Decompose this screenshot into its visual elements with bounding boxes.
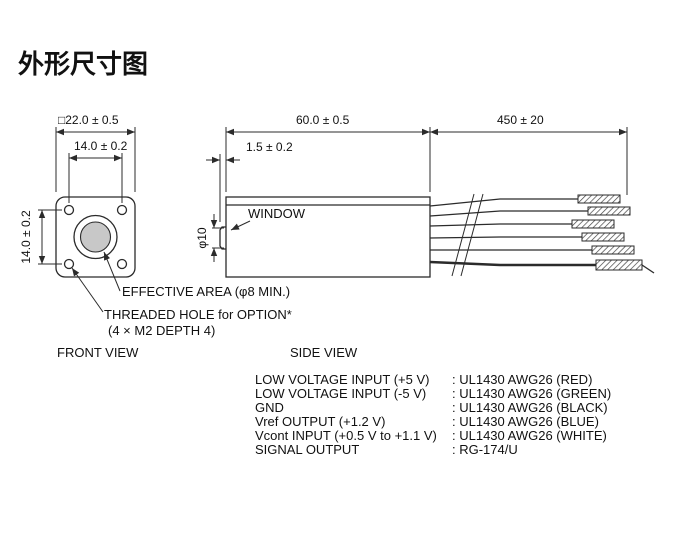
wire-name-0: LOW VOLTAGE INPUT (+5 V) <box>255 372 429 387</box>
wire-spec-5: : RG-174/U <box>452 442 518 457</box>
wire-spec-4: : UL1430 AWG26 (WHITE) <box>452 428 607 443</box>
cable-bundle-drawing <box>429 193 655 277</box>
page-title: 外形尺寸图 <box>18 49 148 79</box>
wire-name-4: Vcont INPUT (+0.5 V to +1.1 V) <box>255 428 437 443</box>
front-view-drawing <box>55 196 136 278</box>
threaded-hole-label-line2: (4 × M2 DEPTH 4) <box>108 323 215 338</box>
front-view-dimension-lines <box>38 127 136 313</box>
side-view-caption: SIDE VIEW <box>290 345 358 360</box>
side-view-drawing <box>219 196 431 278</box>
dim-hole-pitch-v-label: 14.0 ± 0.2 <box>19 210 33 264</box>
dim-body-length-label: 60.0 ± 0.5 <box>296 113 350 127</box>
window-protrusion <box>219 226 226 250</box>
wire-spec-1: : UL1430 AWG26 (GREEN) <box>452 386 611 401</box>
wire-spec-3: : UL1430 AWG26 (BLUE) <box>452 414 599 429</box>
effective-area-label: EFFECTIVE AREA (φ8 MIN.) <box>122 284 290 299</box>
wire-name-5: SIGNAL OUTPUT <box>255 442 359 457</box>
dim-square-label: □22.0 ± 0.5 <box>58 113 119 127</box>
front-view-caption: FRONT VIEW <box>57 345 139 360</box>
dim-window-diameter-label: φ10 <box>195 227 209 248</box>
window-label: WINDOW <box>248 206 306 221</box>
dim-hole-pitch-h-label: 14.0 ± 0.2 <box>74 139 128 153</box>
threaded-hole-label-line1: THREADED HOLE for OPTION* <box>104 307 292 322</box>
break-mark <box>451 193 475 277</box>
coax-cable-end <box>595 259 643 271</box>
wire-name-2: GND <box>255 400 284 415</box>
wire-name-1: LOW VOLTAGE INPUT (-5 V) <box>255 386 426 401</box>
window-outer-circle <box>73 214 118 260</box>
wire-spec-2: : UL1430 AWG26 (BLACK) <box>452 400 608 415</box>
wire-name-3: Vref OUTPUT (+1.2 V) <box>255 414 385 429</box>
break-mark <box>460 193 484 277</box>
dim-cable-length-label: 450 ± 20 <box>497 113 544 127</box>
wire-spec-0: : UL1430 AWG26 (RED) <box>452 372 592 387</box>
dim-window-offset-label: 1.5 ± 0.2 <box>246 140 293 154</box>
effective-area-circle <box>79 221 112 253</box>
side-view-dimension-lines <box>206 127 628 262</box>
coax-cable <box>429 260 596 267</box>
wire-legend: LOW VOLTAGE INPUT (+5 V) : UL1430 AWG26 … <box>255 372 611 457</box>
